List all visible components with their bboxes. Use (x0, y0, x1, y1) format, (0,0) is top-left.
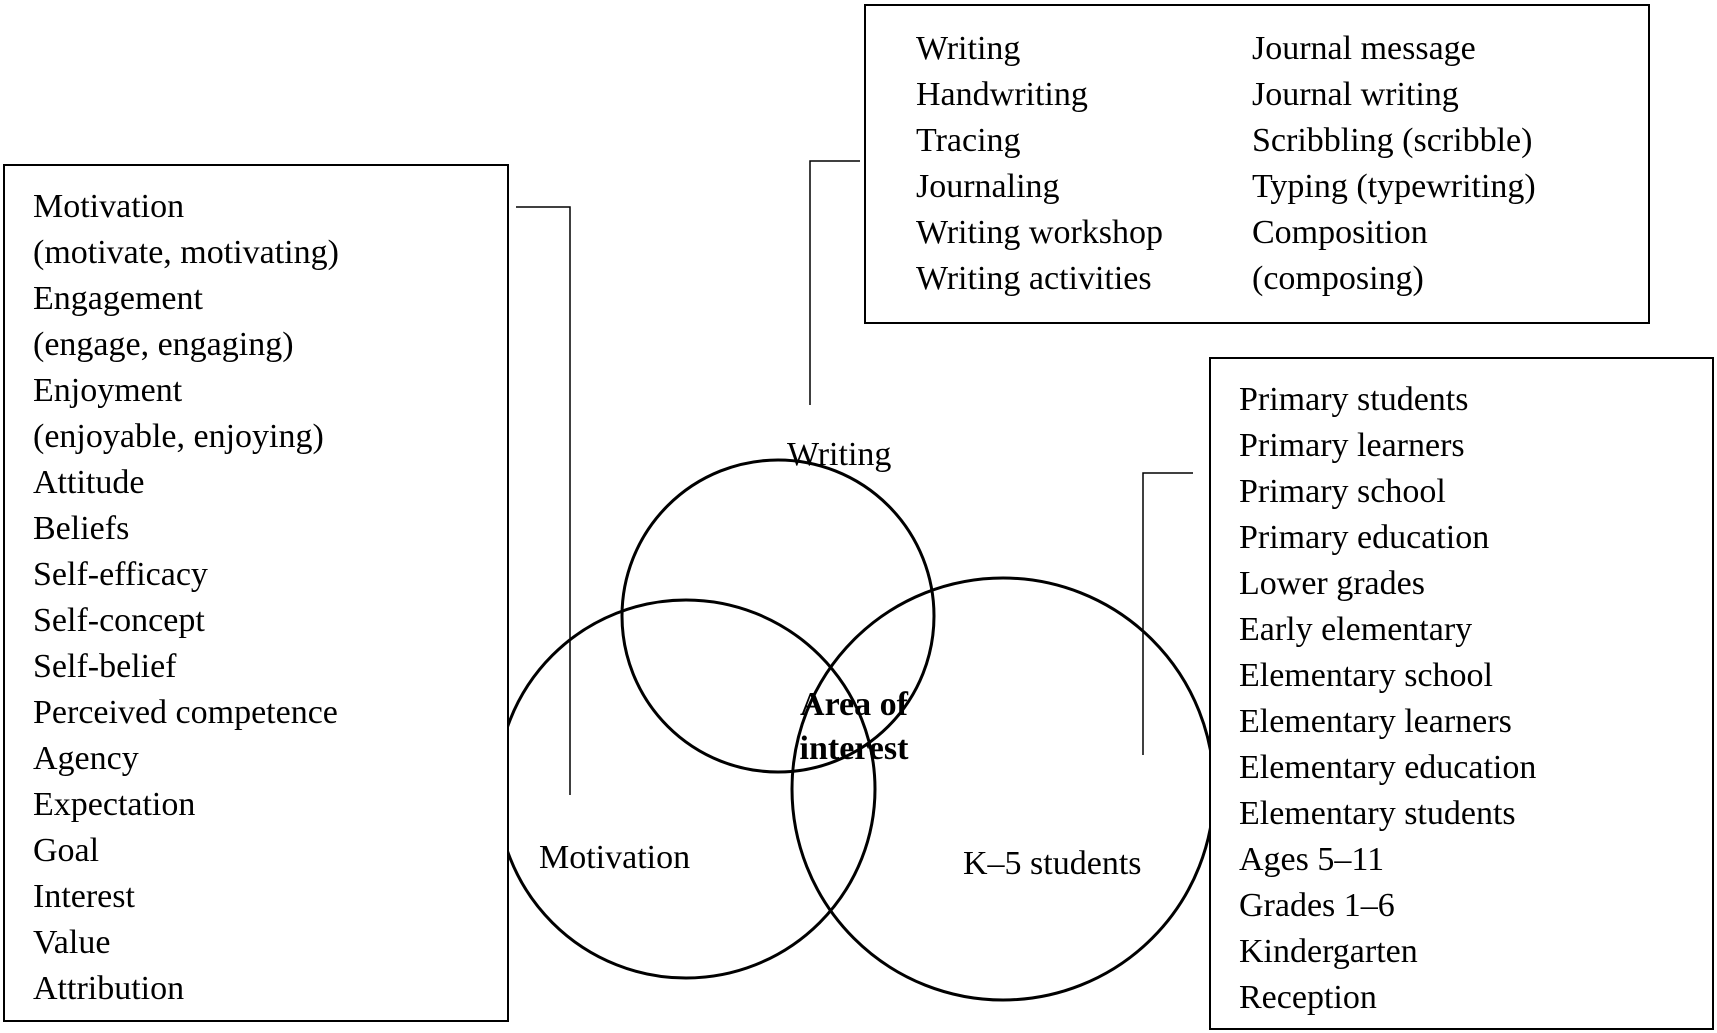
term-item: Typing (typewriting) (1252, 168, 1536, 205)
term-item: Self-concept (33, 602, 205, 639)
term-item: Writing workshop (916, 214, 1163, 251)
area-of-interest-label: Area of interest (799, 686, 909, 767)
term-item: Elementary students (1239, 795, 1516, 832)
term-item: Self-belief (33, 648, 177, 685)
writing-connector (809, 160, 860, 405)
term-item: Early elementary (1239, 611, 1473, 648)
term-item: Ages 5–11 (1239, 841, 1385, 878)
term-item: Journal message (1252, 30, 1476, 67)
term-item: Motivation (33, 188, 185, 225)
term-item: Self-efficacy (33, 556, 208, 593)
term-item: (engage, engaging) (33, 326, 294, 363)
term-item: Primary students (1239, 381, 1469, 418)
term-item: Beliefs (33, 510, 130, 547)
term-item: Primary school (1239, 473, 1446, 510)
term-item: Kindergarten (1239, 933, 1418, 970)
term-item: Interest (33, 878, 135, 915)
term-item: Handwriting (916, 76, 1088, 113)
term-item: Writing (916, 30, 1021, 67)
term-item: Reception (1239, 979, 1377, 1016)
term-item: Tracing (916, 122, 1021, 159)
term-item: Elementary education (1239, 749, 1537, 786)
term-item: Attitude (33, 464, 145, 501)
term-item: Primary education (1239, 519, 1490, 556)
term-item: Composition (1252, 214, 1428, 251)
term-item: Grades 1–6 (1239, 887, 1395, 924)
term-item: Scribbling (scribble) (1252, 122, 1533, 159)
term-item: Expectation (33, 786, 196, 823)
term-item: Elementary school (1239, 657, 1493, 694)
term-item: Lower grades (1239, 565, 1425, 602)
k5-circle-label: K–5 students (963, 845, 1142, 882)
term-item: Agency (33, 740, 139, 777)
term-item: Value (33, 924, 111, 961)
motivation-circle-label: Motivation (539, 839, 691, 876)
term-item: Elementary learners (1239, 703, 1512, 740)
k5-connector (1142, 472, 1193, 755)
term-item: Enjoyment (33, 372, 183, 409)
term-item: (composing) (1252, 260, 1424, 297)
term-item: Journal writing (1252, 76, 1459, 113)
term-item: Attribution (33, 970, 185, 1007)
writing-circle-label: Writing (787, 436, 892, 473)
term-item: (motivate, motivating) (33, 234, 339, 271)
term-item: Goal (33, 832, 100, 869)
term-item: Primary learners (1239, 427, 1465, 464)
term-item: Writing activities (916, 260, 1152, 297)
motivation-connector (516, 206, 571, 795)
term-item: (enjoyable, enjoying) (33, 418, 324, 455)
k5-circle (790, 576, 1216, 1002)
term-item: Perceived competence (33, 694, 338, 731)
term-item: Journaling (916, 168, 1060, 205)
motivation-circle (495, 598, 877, 980)
motivation-terms-box: Motivation (motivate, motivating) Engageme… (3, 164, 509, 1022)
writing-circle (620, 458, 936, 774)
term-item: Engagement (33, 280, 203, 317)
